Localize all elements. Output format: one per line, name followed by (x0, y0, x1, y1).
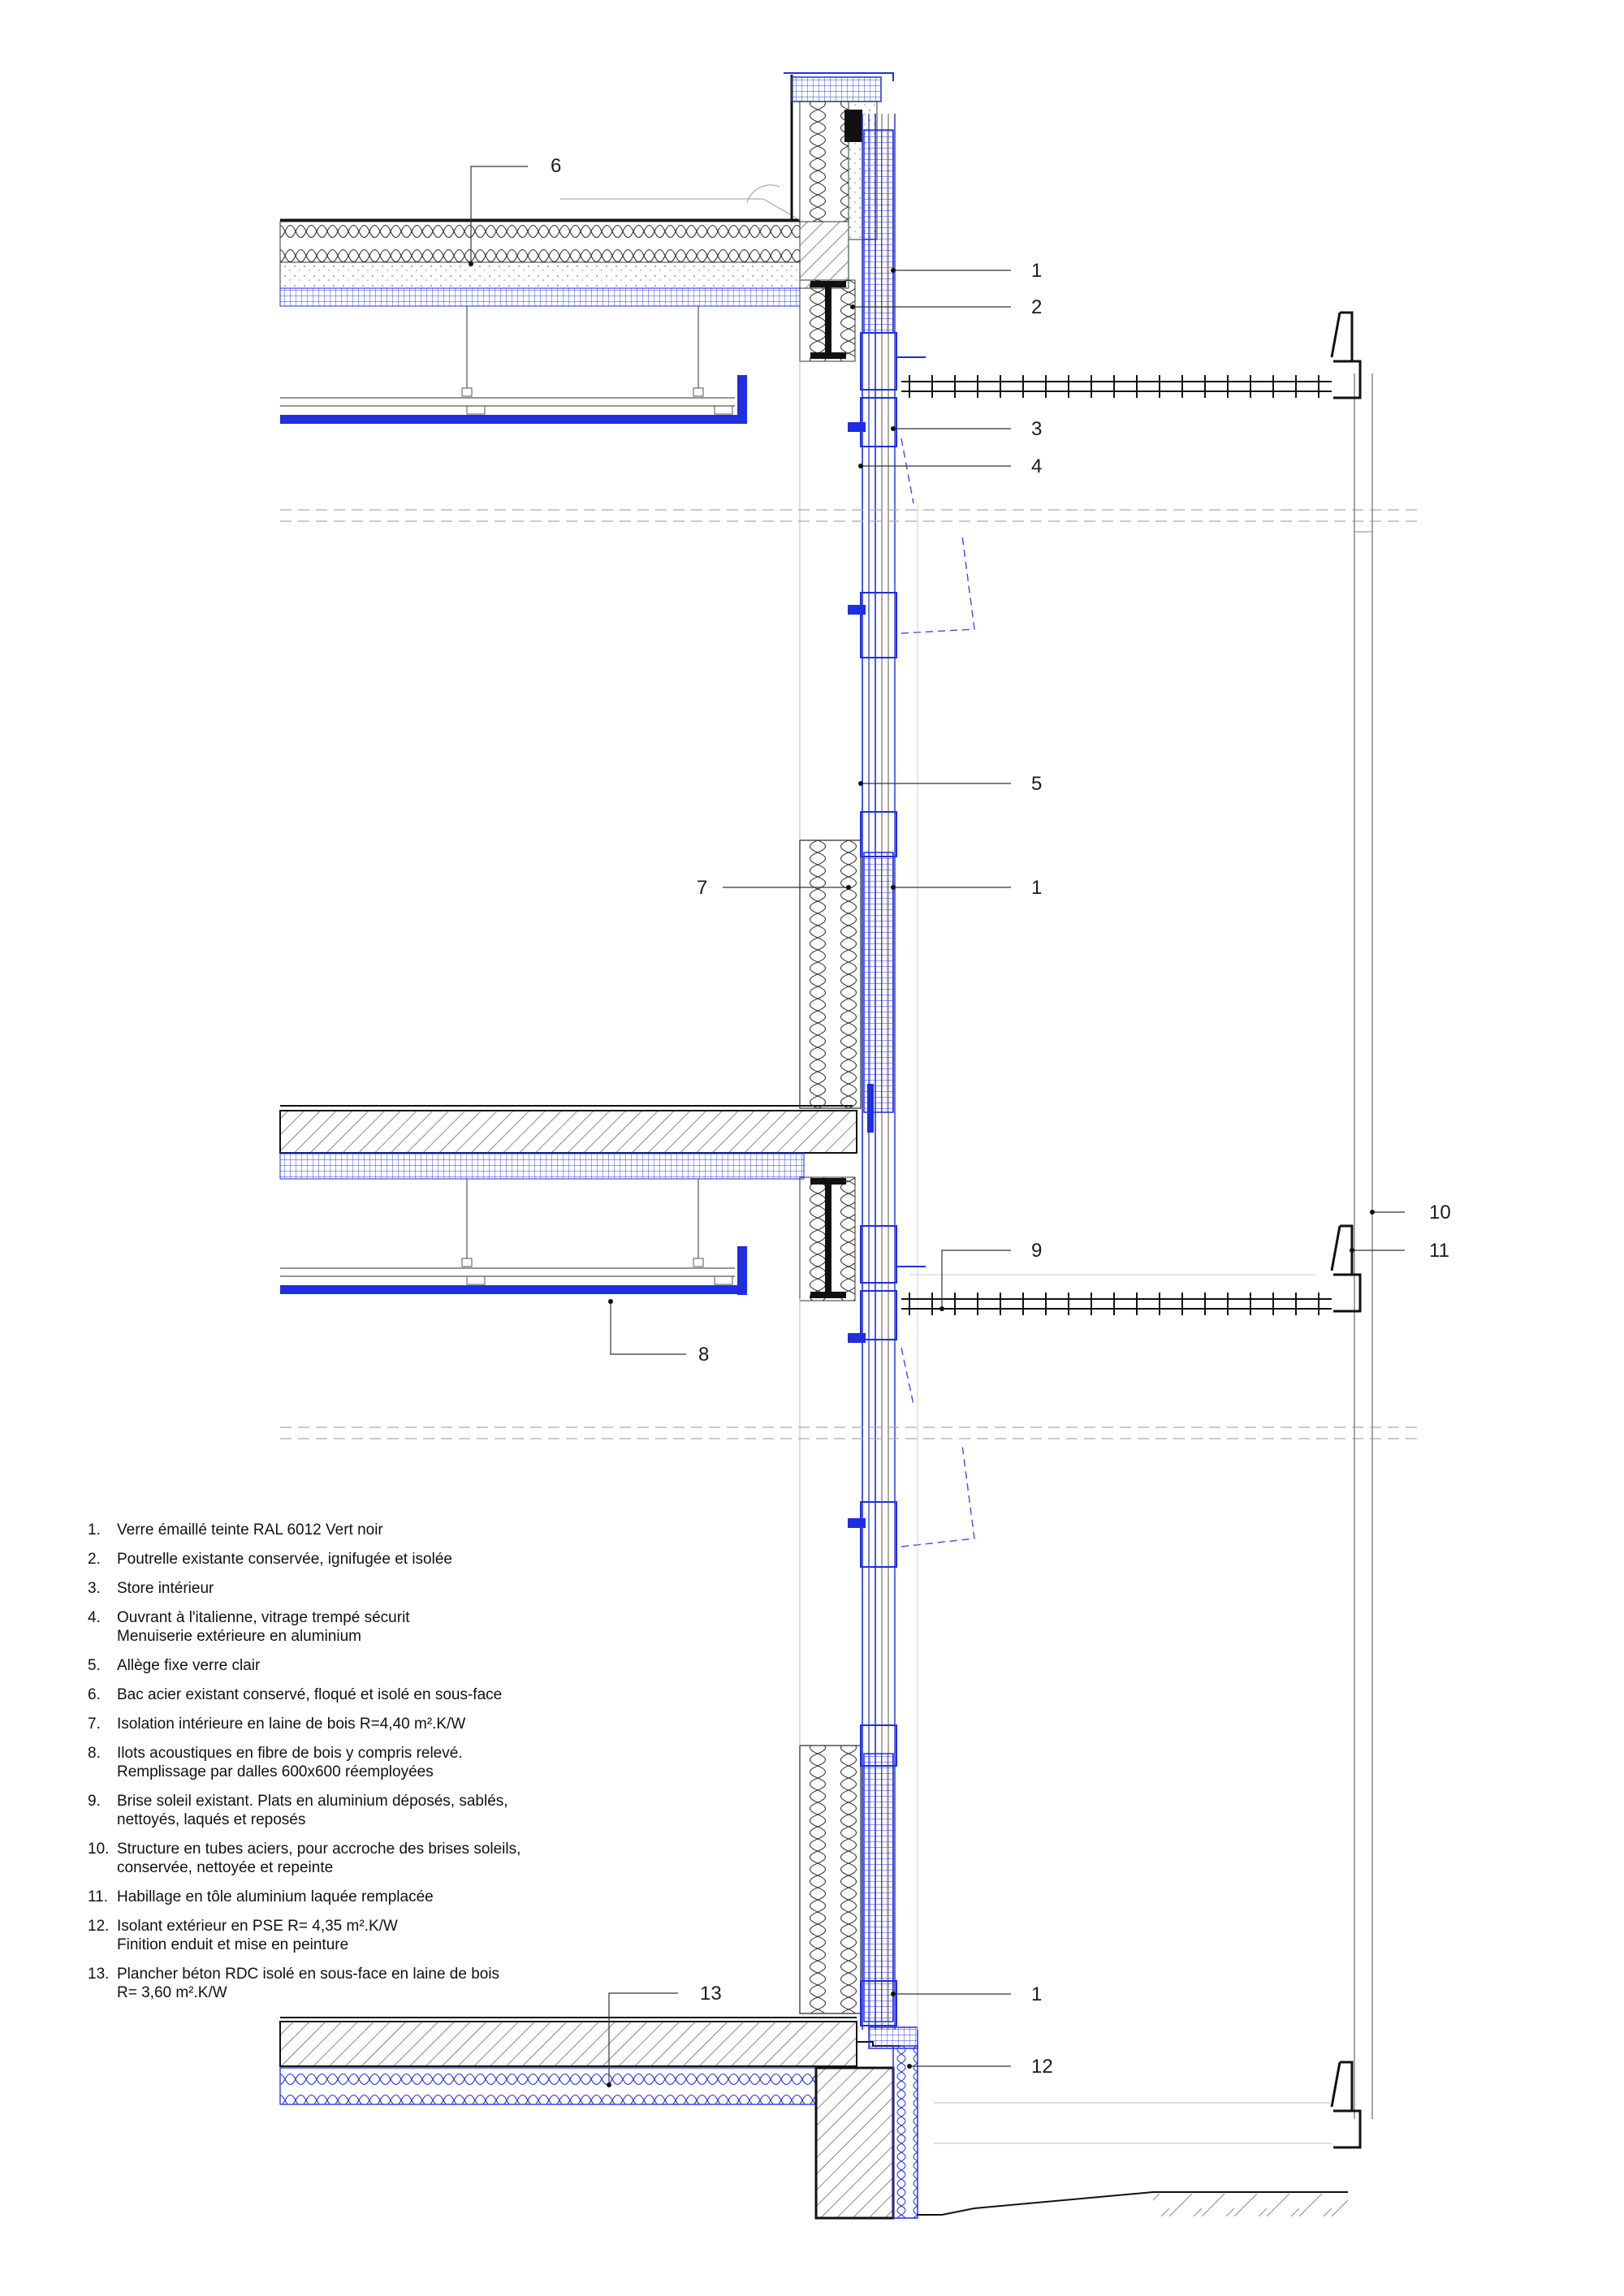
legend-item-number: 12. (88, 1918, 110, 1935)
legend-item-text: Ouvrant à l'italienne, vitrage trempé sé… (117, 1609, 410, 1645)
brise-soleil-top (897, 356, 1332, 398)
lower-insulation-wall (799, 1745, 862, 2014)
legend-item-number: 10. (88, 1841, 110, 1858)
callout-13: 13 (700, 1983, 722, 2005)
legend-item-number: 5. (88, 1657, 101, 1674)
legend-item-number: 6. (88, 1686, 101, 1703)
callout-numbers: 6 1 2 3 4 5 7 1 10 9 11 8 13 1 12 (551, 155, 1451, 2078)
faint-soffit-lines (934, 2102, 1332, 2144)
legend-item-text: Plancher béton RDC isolé en sous-face en… (117, 1966, 500, 2001)
legend-item: 4. Ouvrant à l'italienne, vitrage trempé … (88, 1608, 672, 1646)
break-lines (280, 509, 1421, 1439)
middle-floor-slab (279, 1105, 857, 1180)
legend-item-number: 3. (88, 1580, 101, 1597)
legend-item: 5. Allège fixe verre clair (88, 1656, 672, 1675)
callout-2: 2 (1031, 296, 1042, 318)
steel-beam-top (799, 279, 856, 362)
callout-5: 5 (1031, 773, 1042, 795)
legend-item-text: Verre émaillé teinte RAL 6012 Vert noir (117, 1521, 383, 1539)
legend-item: 1. Verre émaillé teinte RAL 6012 Vert noi… (88, 1521, 672, 1539)
legend-item: 13. Plancher béton RDC isolé en sous-face… (88, 1965, 672, 2002)
legend-item-number: 4. (88, 1609, 101, 1626)
legend-item-number: 9. (88, 1793, 101, 1810)
legend-item-text: Structure en tubes aciers, pour accroche… (117, 1841, 521, 1876)
legend-item: 8. Ilots acoustiques en fibre de bois y c… (88, 1744, 672, 1781)
legend-item-text: Ilots acoustiques en fibre de bois y com… (117, 1745, 463, 1780)
suspended-ceiling-top (280, 306, 747, 424)
ground-floor-slab (279, 2017, 1348, 2220)
legend-item-text: Store intérieur (117, 1580, 214, 1597)
steel-tube-structure (1354, 373, 1373, 2119)
legend-item: 10. Structure en tubes aciers, pour accro… (88, 1840, 672, 1877)
legend-item-number: 8. (88, 1745, 101, 1762)
facade-curtain-wall (799, 114, 975, 2030)
legend-item: 6. Bac acier existant conservé, floqué et… (88, 1685, 672, 1704)
legend-item: 9. Brise soleil existant. Plats en alumin… (88, 1792, 672, 1829)
callout-10: 10 (1429, 1202, 1451, 1224)
aluminium-cladding (1330, 311, 1362, 2149)
callout-7: 7 (697, 877, 707, 899)
legend-item-number: 13. (88, 1966, 110, 1983)
brise-soleil-middle (897, 1266, 1332, 1315)
legend: 1. Verre émaillé teinte RAL 6012 Vert noi… (88, 1521, 672, 2013)
callout-leaders (470, 166, 1405, 2085)
interior-insulation-wall (799, 839, 862, 1109)
legend-item-text: Habillage en tôle aluminium laquée rempl… (117, 1888, 434, 1905)
legend-item: 12. Isolant extérieur en PSE R= 4,35 m².K… (88, 1917, 672, 1954)
legend-item-text: Brise soleil existant. Plats en aluminiu… (117, 1793, 508, 1828)
callout-3: 3 (1031, 418, 1042, 440)
callout-8: 8 (698, 1344, 709, 1366)
callout-11: 11 (1429, 1240, 1449, 1262)
legend-item-number: 11. (88, 1888, 109, 1905)
callout-12: 12 (1031, 2056, 1053, 2078)
callout-dots (469, 261, 1375, 2087)
legend-item-text: Bac acier existant conservé, floqué et i… (117, 1686, 503, 1703)
legend-item: 7. Isolation intérieure en laine de bois … (88, 1715, 672, 1733)
legend-item: 11. Habillage en tôle aluminium laquée re… (88, 1888, 672, 1906)
callout-9: 9 (1031, 1240, 1042, 1262)
steel-beam-middle (799, 1176, 856, 1301)
legend-item-number: 2. (88, 1551, 101, 1568)
legend-item-text: Poutrelle existante conservée, ignifugée… (117, 1551, 452, 1568)
legend-item: 3. Store intérieur (88, 1579, 672, 1598)
acoustic-ceiling-middle (280, 1179, 747, 1295)
callout-4: 4 (1031, 455, 1042, 477)
roof-slab-assembly (279, 184, 849, 307)
legend-item-text: Isolation intérieure en laine de bois R=… (117, 1716, 466, 1733)
callout-1-top: 1 (1031, 260, 1042, 282)
legend-item: 2. Poutrelle existante conservée, ignifug… (88, 1550, 672, 1569)
callout-1-bottom: 1 (1031, 1983, 1042, 2005)
legend-item-number: 7. (88, 1716, 101, 1733)
legend-item-number: 1. (88, 1521, 101, 1539)
legend-item-text: Isolant extérieur en PSE R= 4,35 m².K/W … (117, 1918, 398, 1953)
callout-1-middle: 1 (1031, 877, 1042, 899)
legend-item-text: Allège fixe verre clair (117, 1657, 261, 1674)
callout-6: 6 (551, 155, 561, 177)
